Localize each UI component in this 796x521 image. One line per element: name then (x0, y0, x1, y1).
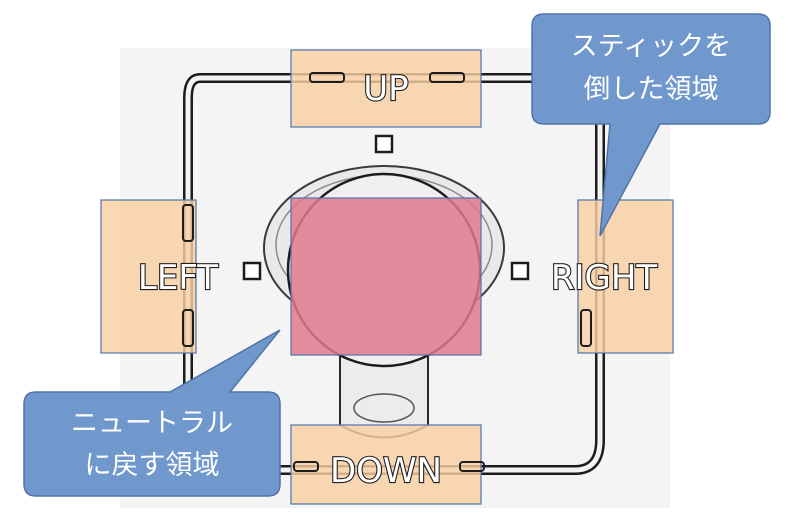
callout-neutral-line2: に戻す領域 (85, 450, 220, 481)
rail-seg-up-right (429, 72, 465, 83)
label-left: LEFT (138, 258, 218, 298)
zone-right (577, 199, 674, 354)
guide-square-right (510, 261, 530, 281)
stick-shaft-groove (353, 393, 415, 423)
rail-seg-left-bottom (182, 309, 194, 347)
callout-neutral-region (23, 329, 281, 497)
callout-tilted-region (531, 13, 771, 237)
callout-tilted-line2: 倒した領域 (584, 74, 719, 105)
label-up: UP (363, 69, 408, 109)
guide-square-left (242, 261, 262, 281)
zone-left (100, 199, 197, 354)
zone-neutral (290, 197, 482, 356)
zone-up (290, 49, 482, 128)
label-down: DOWN (330, 451, 442, 491)
rail-seg-down-right (459, 461, 485, 472)
callout-neutral-line1: ニュートラル (71, 408, 233, 439)
rail-seg-up-left (309, 72, 345, 83)
guide-square-top (374, 134, 394, 154)
rail-seg-right-bottom (580, 309, 592, 347)
rail-seg-down-left (293, 461, 319, 472)
rail-seg-left-top (182, 204, 194, 242)
callout-tilted-line1: スティックを (571, 31, 731, 62)
zone-down (290, 424, 482, 505)
label-right: RIGHT (551, 258, 658, 298)
